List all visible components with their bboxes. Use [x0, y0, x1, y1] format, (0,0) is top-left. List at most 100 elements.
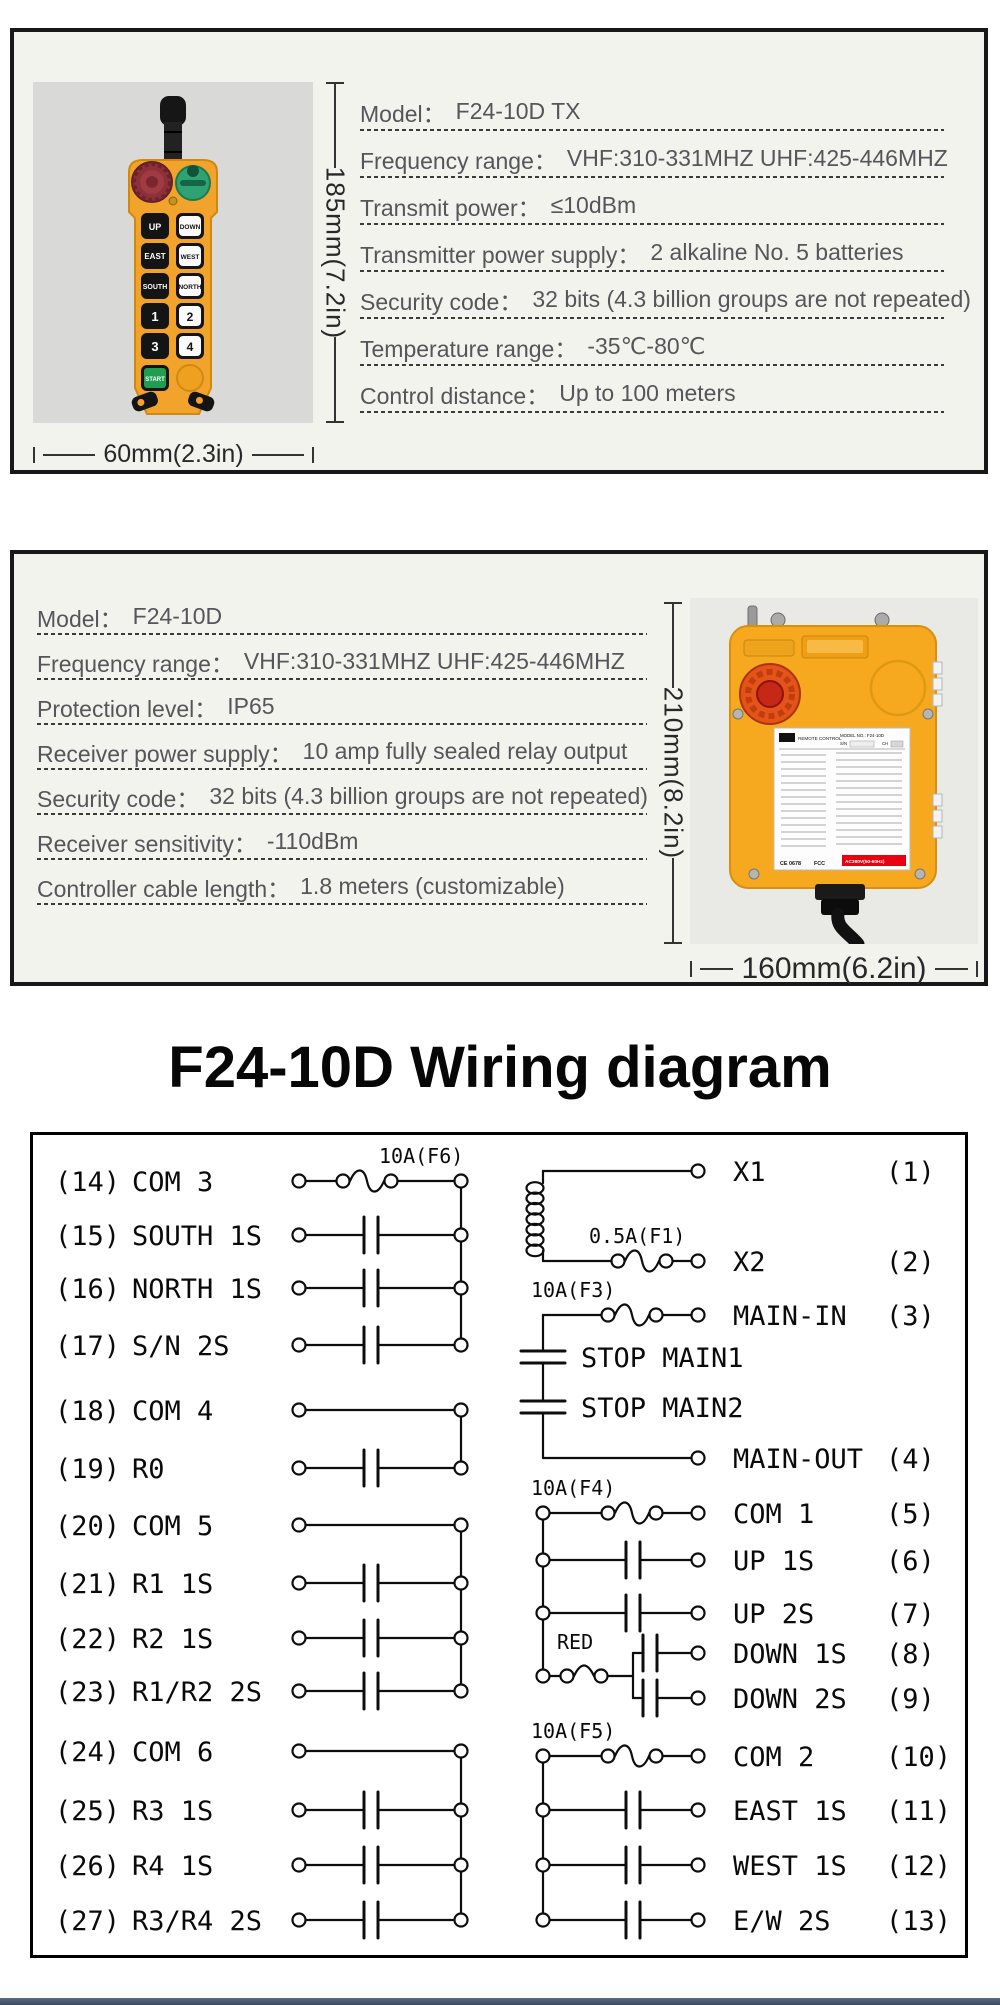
- wiring-left-pin: (20): [55, 1511, 120, 1542]
- screw: [748, 868, 760, 880]
- wiring-left-label: S/N 2S: [132, 1331, 230, 1362]
- spec-label: Controller cable length：: [37, 875, 291, 902]
- fuse-label-f1: 0.5A(F1): [589, 1224, 685, 1248]
- label-mini-rows-left: [781, 754, 826, 847]
- spec-label: Security code：: [37, 785, 200, 812]
- fuse-label-f5: 10A(F5): [531, 1719, 615, 1743]
- spec-label: Security code：: [360, 288, 523, 315]
- remote-button-east: EAST: [141, 243, 169, 269]
- spec-row-cable-length: Controller cable length：1.8 meters (cust…: [37, 864, 647, 909]
- spec-value: 32 bits (4.3 billion groups are not repe…: [532, 286, 971, 312]
- remote-button-north: NORTH: [176, 273, 204, 299]
- side-clips: [932, 661, 943, 839]
- remote-button-south: SOUTH: [141, 273, 169, 299]
- wiring-left-label: R3/R4 2S: [132, 1906, 262, 1937]
- wiring-right-label: EAST 1S: [733, 1796, 847, 1827]
- spec-label: Model：: [37, 605, 123, 632]
- wiring-left-label: NORTH 1S: [132, 1274, 262, 1305]
- bumper-left: [131, 391, 158, 412]
- receiver-label: REMOTE CONTROL MODEL NO.: F24-10D S/N CH: [773, 727, 911, 871]
- stop-main1-label: STOP MAIN1: [581, 1343, 744, 1374]
- cable-gland: [815, 884, 865, 944]
- label-mini-rows-right: [836, 752, 902, 845]
- wiring-left-pin: (25): [55, 1796, 120, 1827]
- wiring-left-label: SOUTH 1S: [132, 1221, 262, 1252]
- spec-row-security-code: Security code： 32 bits (4.3 billion group…: [360, 276, 971, 323]
- remote-button-north-label: NORTH: [178, 284, 201, 291]
- transmitter-photo: UP DOWN EAST WEST SOUT: [33, 82, 313, 423]
- dim-cap: [664, 602, 682, 604]
- wiring-right-pin: (4): [886, 1444, 935, 1475]
- wiring-left-label: R2 1S: [132, 1624, 213, 1655]
- spec-row-model: Model：F24-10D TX: [360, 88, 944, 135]
- wiring-right-pin: (11): [886, 1796, 951, 1827]
- wiring-left-label: R0: [132, 1454, 165, 1485]
- wiring-left-label: R1 1S: [132, 1569, 213, 1600]
- transmitter-spec-box: UP DOWN EAST WEST SOUT: [10, 28, 988, 474]
- fuse-label-f3: 10A(F3): [531, 1278, 615, 1302]
- dim-cap: [664, 942, 682, 944]
- transmitter-width-dimension: 60mm(2.3in): [33, 440, 315, 469]
- wiring-right-label: DOWN 1S: [733, 1639, 847, 1670]
- blank-button-spot: [176, 364, 204, 392]
- transmitter-height-label: 185mm(7.2in): [320, 166, 351, 339]
- wiring-right-pin: (8): [886, 1639, 935, 1670]
- dim-line: [334, 84, 336, 168]
- spec-row-transmit-power: Transmit power：≤10dBm: [360, 182, 944, 229]
- remote-antenna: [160, 96, 186, 166]
- dim-line: [334, 337, 336, 421]
- spec-label: Temperature range：: [360, 335, 578, 362]
- spec-value: VHF:310-331MHZ UHF:425-446MHZ: [243, 648, 625, 674]
- wiring-left-pin: (14): [55, 1167, 120, 1198]
- receiver-illustration: REMOTE CONTROL MODEL NO.: F24-10D S/N CH: [729, 605, 943, 944]
- wiring-right-label: COM 2: [733, 1742, 814, 1773]
- spec-row-frequency: Frequency range：VHF:310-331MHZ UHF:425-4…: [360, 135, 948, 182]
- wiring-left-label: R4 1S: [132, 1851, 213, 1882]
- receiver-label-sn: S/N: [840, 741, 847, 746]
- spec-row-power-supply: Receiver power supply：10 amp fully seale…: [37, 729, 647, 774]
- receiver-width-dimension: 160mm(6.2in): [690, 952, 979, 986]
- wiring-diagram-svg: (14)COM 3 (15)SOUTH 1S (16)NORTH 1S (17)…: [55, 1144, 951, 1940]
- spec-row-model: Model：F24-10D: [37, 594, 647, 639]
- receiver-label-power: AC380V(50-60Hz): [845, 859, 885, 865]
- wiring-left-label: COM 5: [132, 1511, 213, 1542]
- spec-label: Model：: [360, 100, 446, 127]
- wiring-left-pin: (18): [55, 1396, 120, 1427]
- spec-row-security-code: Security code： 32 bits (4.3 billion group…: [37, 774, 648, 819]
- remote-button-3: 3: [141, 333, 169, 359]
- remote-button-4-label: 4: [187, 340, 194, 354]
- buzzer-circle: [869, 659, 927, 717]
- screw: [732, 708, 744, 720]
- wiring-right-pin: (10): [886, 1742, 951, 1773]
- dim-line: [43, 453, 96, 456]
- dim-cap: [33, 446, 35, 463]
- wiring-left-label: COM 3: [132, 1167, 213, 1198]
- receiver-spec-box: Model：F24-10D Frequency range：VHF:310-33…: [10, 550, 988, 986]
- red-wire-label: RED: [557, 1630, 593, 1654]
- remote-button-west: WEST: [176, 243, 204, 269]
- wiring-right-label: UP 1S: [733, 1546, 814, 1577]
- receiver-width-label: 160mm(6.2in): [741, 952, 927, 985]
- transmitter-illustration: UP DOWN EAST WEST SOUT: [128, 96, 218, 415]
- wiring-left-pin: (21): [55, 1569, 120, 1600]
- wiring-right-label: MAIN-IN: [733, 1301, 847, 1332]
- dim-cap: [976, 961, 979, 977]
- top-slot-inner: [807, 640, 863, 653]
- emergency-stop-button: [131, 161, 173, 203]
- screw: [922, 708, 934, 720]
- spec-value: 32 bits (4.3 billion groups are not repe…: [209, 783, 648, 809]
- remote-button-2: 2: [176, 303, 204, 329]
- wiring-right-label: MAIN-OUT: [733, 1444, 863, 1475]
- wiring-left-pin: (15): [55, 1221, 120, 1252]
- receiver-antenna-stub: [747, 605, 758, 629]
- dim-line: [672, 604, 674, 688]
- wiring-right-pin: (5): [886, 1499, 935, 1530]
- bumper-right: [188, 391, 215, 412]
- spec-row-frequency: Frequency range：VHF:310-331MHZ UHF:425-4…: [37, 639, 647, 684]
- stop-main2-label: STOP MAIN2: [581, 1393, 744, 1424]
- dim-line: [934, 968, 969, 970]
- wiring-right-pin: (3): [886, 1301, 935, 1332]
- spec-row-temperature: Temperature range：-35℃-80℃: [360, 323, 944, 370]
- transmitter-specs: Model：F24-10D TX Frequency range：VHF:310…: [360, 88, 971, 417]
- spec-row-control-distance: Control distance：Up to 100 meters: [360, 370, 944, 417]
